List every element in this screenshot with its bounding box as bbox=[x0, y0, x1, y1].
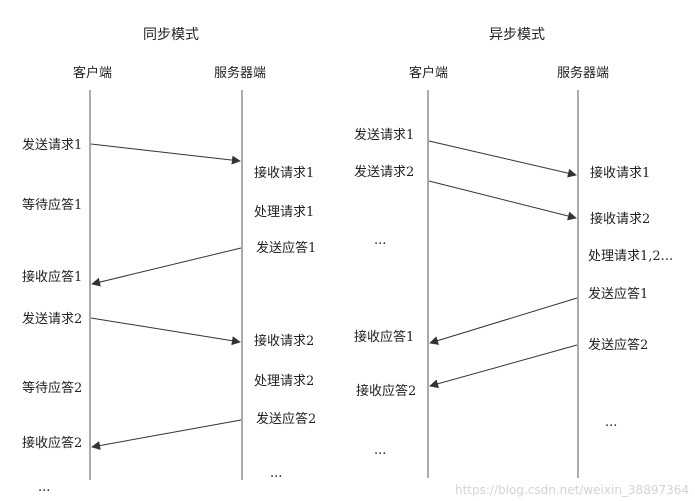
sync-server-label: 接收请求2 bbox=[254, 334, 315, 349]
sync-request-2-arrow bbox=[90, 317, 241, 346]
watermark: https://blog.csdn.net/weixin_38897364 bbox=[454, 483, 689, 497]
sync-server-label: 处理请求1 bbox=[254, 205, 315, 220]
sync-server-label: 发送应答1 bbox=[256, 241, 317, 256]
sync-client-header: 客户端 bbox=[73, 66, 113, 81]
sync-client-label: 接收应答1 bbox=[22, 270, 83, 285]
async-server-label: 发送应答1 bbox=[588, 287, 649, 302]
sync-response-2-arrow bbox=[91, 419, 242, 450]
async-client-label: ... bbox=[374, 233, 387, 248]
async-request-1-arrow bbox=[428, 140, 577, 178]
async-response-1-arrow bbox=[429, 297, 578, 345]
async-client-label: 发送请求2 bbox=[354, 165, 415, 180]
async-server-label: 发送应答2 bbox=[588, 338, 649, 353]
async-server-label: 接收请求1 bbox=[590, 166, 651, 181]
sync-client-label: 等待应答2 bbox=[22, 381, 83, 396]
sync-client-label: 发送请求1 bbox=[22, 138, 83, 153]
async-server-label: ... bbox=[605, 415, 618, 430]
sync-server-label: ... bbox=[270, 466, 283, 481]
async-client-label: ... bbox=[374, 443, 387, 458]
async-server-label: 处理请求1,2... bbox=[588, 249, 674, 264]
async-server-label: 接收请求2 bbox=[590, 212, 651, 227]
async-request-2-arrow bbox=[428, 180, 577, 221]
async-title: 异步模式 bbox=[489, 27, 545, 43]
sync-server-header: 服务器端 bbox=[214, 66, 267, 81]
sync-title: 同步模式 bbox=[143, 27, 199, 43]
async-client-label: 接收应答2 bbox=[356, 384, 417, 399]
async-server-header: 服务器端 bbox=[557, 66, 610, 81]
async-client-label: 发送请求1 bbox=[354, 128, 415, 143]
async-response-2-arrow bbox=[429, 344, 578, 389]
sync-server-label: 接收请求1 bbox=[254, 166, 315, 181]
async-client-header: 客户端 bbox=[409, 66, 449, 81]
sync-server-label: 发送应答2 bbox=[256, 412, 317, 427]
async-client-label: 接收应答1 bbox=[354, 330, 415, 345]
sync-client-label: 发送请求2 bbox=[22, 312, 83, 327]
sync-response-1-arrow bbox=[91, 247, 242, 287]
sync-client-label: 接收应答2 bbox=[22, 436, 83, 451]
sync-client-label: ... bbox=[38, 480, 51, 495]
sync-server-label: 处理请求2 bbox=[254, 374, 315, 389]
sync-request-1-arrow bbox=[90, 143, 241, 165]
sync-client-label: 等待应答1 bbox=[22, 198, 83, 213]
